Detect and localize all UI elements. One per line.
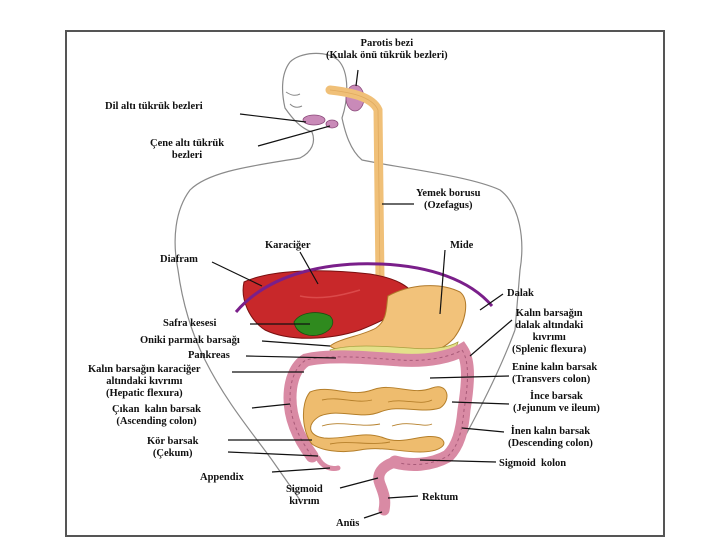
sublingual-gland [303,115,325,125]
sigmoid-rectum [379,462,395,510]
label-cene-alti: Çene altı tükrük bezleri [150,138,224,162]
label-rektum: Rektum [422,492,458,504]
label-anus: Anüs [336,518,359,530]
label-splenic-flexura: Kalın barsağın dalak altındaki kıvrımı (… [512,308,586,356]
label-cikan: Çıkan kalın barsak (Ascending colon) [112,404,201,428]
face-detail [286,92,302,107]
label-sigmoid-kolon: Sigmoid kolon [499,458,566,470]
label-diafram: Diafram [160,254,198,266]
label-kor: Kör barsak (Çekum) [147,436,198,460]
label-dalak: Dalak [507,288,534,300]
small-intestine [303,387,447,452]
label-pankreas: Pankreas [188,350,230,362]
label-dil-alti: Dil altı tükrük bezleri [105,101,203,113]
label-appendix: Appendix [200,472,244,484]
label-enine: Enine kalın barsak (Transvers colon) [512,362,597,386]
label-yemek-borusu: Yemek borusu (Ozefagus) [416,188,480,212]
label-safra: Safra kesesi [163,318,216,330]
label-inen: İnen kalın barsak (Descending colon) [508,426,593,450]
label-hepatic-flexura: Kalın barsağın karaciğer altındaki kıvrı… [88,364,201,400]
appendix [318,458,338,469]
label-sigmoid-kivrim: Sigmoid kıvrım [286,484,323,508]
label-parotis: Parotis bezi (Kulak önü tükrük bezleri) [326,38,448,62]
label-oniki: Oniki parmak barsağı [140,335,240,347]
label-mide: Mide [450,240,473,252]
label-karaciger: Karaciğer [265,240,310,252]
label-ince: İnce barsak (Jejunum ve ileum) [513,391,600,415]
